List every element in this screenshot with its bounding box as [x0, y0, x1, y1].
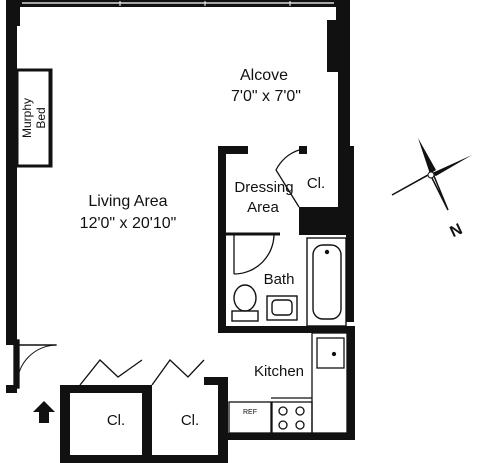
tub-drain — [324, 249, 330, 255]
window-mullions — [119, 1, 291, 6]
dressing-area-label-line1: Dressing — [234, 179, 293, 196]
kitchen-counter-right — [311, 332, 348, 434]
murphy-bed — [15, 68, 53, 168]
living-area-name: Living Area — [88, 193, 167, 210]
kitchen-sink — [316, 337, 345, 369]
refrigerator-label: REF — [243, 409, 257, 416]
alcove-dimensions: 7'0" x 7'0" — [231, 88, 301, 105]
toilet-bowl — [233, 284, 257, 312]
bath-label: Bath — [264, 271, 295, 288]
compass-rose-icon — [391, 138, 472, 211]
bathtub-basin — [312, 244, 342, 320]
kitchen-fixtures — [228, 332, 348, 434]
bath-door-swing — [233, 233, 275, 275]
sink — [266, 295, 298, 321]
murphy-bed-label-line2: Bed — [34, 107, 48, 128]
toilet-tank — [231, 310, 259, 322]
closet-left-label: Cl. — [107, 412, 125, 429]
closet2-bifold-door — [151, 359, 205, 386]
entry-door-swing — [16, 344, 58, 386]
bath-fixtures — [231, 237, 347, 327]
dressing-closet-label: Cl. — [307, 175, 325, 192]
doors — [13, 149, 300, 389]
kitchen-label: Kitchen — [254, 363, 304, 380]
murphy-bed-label-line1: Murphy — [20, 98, 34, 138]
closet1-bifold-door — [79, 359, 143, 386]
compass-north-label: N — [448, 221, 466, 241]
refrigerator — [228, 401, 272, 434]
bathtub — [306, 237, 347, 327]
dressing-area-label-line2: Area — [247, 199, 279, 216]
closet-right-label: Cl. — [181, 412, 199, 429]
dressing-closet-door — [275, 149, 300, 208]
stove — [271, 401, 313, 434]
alcove-name: Alcove — [240, 67, 288, 84]
entry-arrow-icon — [33, 401, 55, 423]
living-area-dimensions: 12'0" x 20'10" — [80, 215, 177, 232]
exterior-walls — [6, 0, 355, 463]
